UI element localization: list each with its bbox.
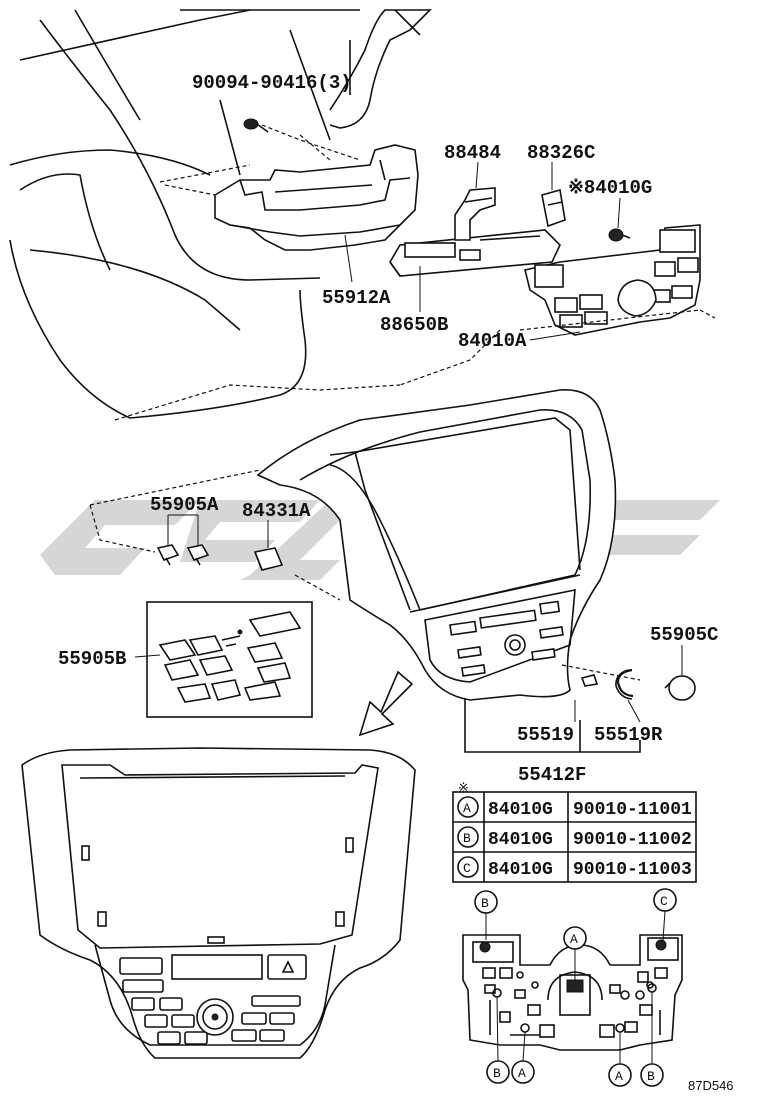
table-row-a-mark: A [463, 801, 471, 816]
leader-84010a [529, 331, 581, 341]
bulb-variant-table [452, 791, 697, 883]
reference-code: 87D546 [688, 1078, 734, 1093]
label-84010a: 84010A [458, 330, 527, 352]
table-row-a-part: 84010G [488, 800, 553, 820]
arrow-down-left-icon [358, 670, 414, 737]
leader-88484 [475, 161, 479, 189]
callout-a-bottom-right [608, 1032, 632, 1087]
dash-link-right [399, 329, 501, 386]
assembled-panel [21, 747, 416, 1059]
table-row-c-part: 84010G [488, 860, 553, 880]
callout-a-bottom-left [511, 1031, 535, 1084]
callout-b-top-label: B [481, 896, 489, 911]
table-row-b-mark: B [463, 831, 471, 846]
callout-c-top [653, 888, 677, 941]
callout-b-bottom-left [486, 996, 510, 1084]
table-row-a-number: 90010-11001 [573, 800, 692, 820]
dashboard-outline [9, 9, 432, 419]
table-row-b-number: 90010-11002 [573, 830, 692, 850]
bezel-55412f [89, 389, 641, 753]
switch-board-detail [462, 934, 683, 1051]
label-55905c: 55905C [650, 624, 718, 646]
bulb-84010g [608, 228, 631, 242]
callout-c-top-label: C [660, 894, 668, 909]
box-55905b [134, 601, 313, 718]
callout-a-bottom-left-label: A [518, 1066, 526, 1081]
table-row-c-mark: C [463, 861, 471, 876]
callout-a-top-label: A [570, 932, 578, 947]
switch-panel-84010a [519, 224, 716, 336]
screw-90094-90416 [243, 118, 361, 161]
label-55519: 55519 [517, 724, 574, 746]
label-84010g: ※84010G [568, 177, 652, 199]
clip-88326c [541, 188, 566, 228]
note-mark: ※ [458, 781, 469, 796]
label-84331a: 84331A [242, 500, 311, 522]
clip-55519 [580, 674, 599, 687]
label-88650b: 88650B [380, 314, 448, 336]
leader-55912a [344, 234, 353, 283]
label-55912a: 55912A [322, 287, 391, 309]
leader-55519r [627, 699, 641, 723]
table-row-c-number: 90010-11003 [573, 860, 692, 880]
callout-b-bottom-right [640, 992, 664, 1087]
bracket-55912a [159, 134, 419, 251]
label-55519r: 55519R [594, 724, 663, 746]
table-row-b-part: 84010G [488, 830, 553, 850]
leader-84010g [617, 197, 621, 229]
cap-55905c [664, 645, 696, 701]
callout-a-top [563, 926, 587, 980]
ring-55519r [615, 668, 634, 700]
clips-55905a [156, 514, 210, 566]
callout-b-bottom-right-label: B [647, 1069, 655, 1084]
label-55905a: 55905A [150, 494, 219, 516]
label-55412f: 55412F [518, 764, 586, 786]
callout-b-top [474, 890, 498, 940]
part-84331a [253, 520, 284, 571]
board-88650b [389, 229, 561, 277]
cable-88484 [454, 187, 496, 241]
label-88326c: 88326C [527, 142, 595, 164]
label-55905b: 55905B [58, 648, 126, 670]
label-88484: 88484 [444, 142, 501, 164]
callout-a-bottom-right-label: A [615, 1069, 623, 1084]
callout-b-bottom-left-label: B [493, 1066, 501, 1081]
label-screw: 90094-90416(3) [192, 72, 352, 94]
